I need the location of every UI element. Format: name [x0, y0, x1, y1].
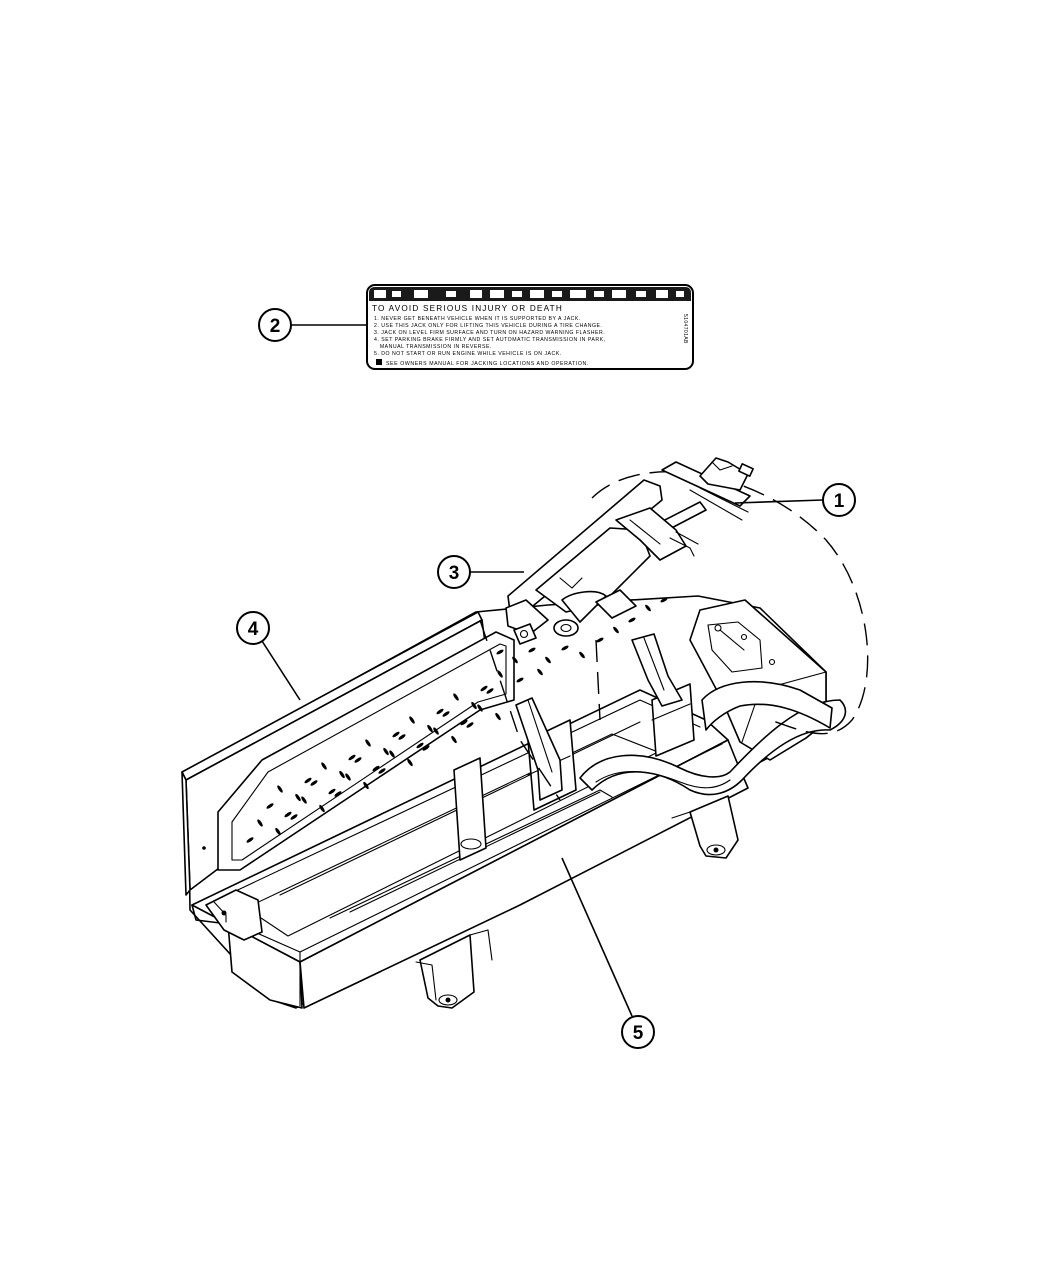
tread-mark [277, 785, 283, 793]
tread-mark [345, 773, 351, 781]
tread-pattern [246, 597, 668, 843]
tread-mark [436, 708, 444, 715]
warning-label-line: 1. NEVER GET BENEATH VEHICLE WHEN IT IS … [374, 316, 581, 322]
tread-mark [383, 747, 389, 756]
tread-mark [304, 777, 312, 784]
warning-label-footer: SEE OWNERS MANUAL FOR JACKING LOCATIONS … [386, 361, 589, 367]
warning-label-pictogram-band [369, 287, 691, 301]
tread-mark [365, 739, 371, 747]
callout-number: 4 [248, 619, 259, 640]
tread-mark [486, 688, 494, 694]
tread-mark [392, 731, 400, 738]
tread-mark [516, 677, 524, 683]
tread-mark [354, 757, 362, 763]
tread-mark [496, 649, 504, 655]
tread-mark [628, 617, 636, 623]
tread-mark [497, 670, 503, 678]
tread-mark [363, 781, 369, 790]
callout-2: 2 [258, 308, 367, 342]
warning-label-heading: TO AVOID SERIOUS INJURY OR DEATH [372, 304, 563, 313]
scissor-jack [505, 479, 707, 645]
tread-mark [561, 645, 569, 651]
tread-mark [596, 637, 604, 643]
tread-mark [398, 734, 406, 740]
tread-mark [477, 704, 483, 712]
tread-mark [451, 735, 457, 744]
tread-mark [275, 827, 281, 836]
tread-mark [310, 780, 318, 786]
callout-1: 1 [734, 483, 856, 517]
tread-mark [471, 701, 477, 710]
tread-mark [295, 793, 301, 802]
warning-label-line: 5. DO NOT START OR RUN ENGINE WHILE VEHI… [374, 351, 562, 357]
tread-mark [416, 742, 424, 749]
warning-label-side-code: 5104701AB [682, 314, 688, 344]
tray-mounting-foot [415, 929, 493, 1009]
tread-mark [528, 647, 536, 653]
tread-mark [328, 788, 336, 795]
callout-number: 3 [449, 563, 460, 584]
tray-mounting-foot [205, 889, 263, 941]
tread-mark [442, 711, 450, 717]
warning-label-line: 3. JACK ON LEVEL FIRM SURFACE AND TURN O… [374, 330, 605, 336]
warning-label-line: 4. SET PARKING BRAKE FIRMLY AND SET AUTO… [374, 337, 606, 343]
tread-mark [427, 724, 433, 733]
tread-mark [453, 693, 459, 701]
tread-mark [495, 712, 501, 721]
tread-mark [246, 837, 254, 843]
callout-5: 5 [561, 857, 655, 1049]
cover-panel [181, 597, 668, 896]
tread-mark [512, 656, 518, 664]
tread-mark [480, 685, 488, 692]
tread-mark [290, 814, 298, 820]
callout-4: 4 [236, 611, 301, 701]
book-icon [376, 359, 382, 365]
tread-mark [579, 651, 585, 659]
tread-mark [378, 768, 386, 774]
tread-mark [422, 745, 430, 751]
tray-mounting-foot [671, 795, 739, 859]
warning-label-lines: 1. NEVER GET BENEATH VEHICLE WHEN IT IS … [374, 316, 606, 357]
tread-mark [407, 758, 413, 767]
tread-mark [319, 804, 325, 813]
tread-mark [433, 727, 439, 735]
tread-mark [348, 754, 356, 761]
tread-mark [545, 656, 551, 664]
callout-number: 5 [633, 1023, 644, 1044]
jack-handle [661, 457, 754, 521]
tread-mark [301, 796, 307, 804]
tread-mark [613, 626, 619, 634]
tread-mark [389, 750, 395, 758]
tread-mark [466, 722, 474, 728]
tread-mark [660, 597, 668, 603]
callout-3: 3 [437, 555, 524, 589]
tread-mark [257, 819, 263, 827]
tread-mark [334, 791, 342, 797]
callout-number: 2 [270, 316, 281, 337]
warning-label: TO AVOID SERIOUS INJURY OR DEATH 1. NEVE… [366, 284, 694, 370]
tread-mark [372, 765, 380, 772]
tread-mark [321, 762, 327, 770]
tread-mark [537, 668, 543, 676]
warning-label-line: MANUAL TRANSMISSION IN REVERSE. [374, 344, 492, 350]
spare-tire-outline [479, 471, 869, 801]
tread-mark [339, 770, 345, 779]
tread-mark [460, 719, 468, 726]
tread-mark [266, 803, 274, 809]
warning-label-line: 2. USE THIS JACK ONLY FOR LIFTING THIS V… [374, 323, 602, 329]
tread-mark [409, 716, 415, 724]
retaining-straps [515, 633, 847, 801]
tread-mark [284, 811, 292, 818]
callout-number: 1 [834, 491, 845, 512]
tread-mark [645, 604, 651, 612]
